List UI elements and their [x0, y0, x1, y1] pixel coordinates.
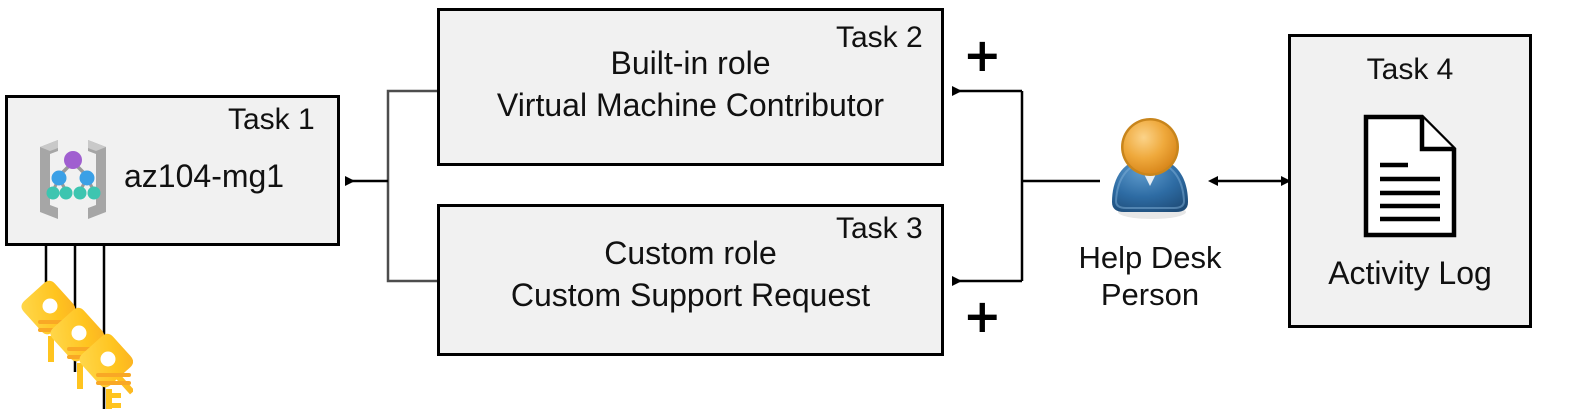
task2-line2: Virtual Machine Contributor — [496, 87, 885, 123]
task1-box[interactable] — [5, 95, 340, 246]
help-desk-person-icon — [1100, 114, 1200, 224]
task1-label: az104-mg1 — [124, 158, 285, 194]
task1-corner-label: Task 1 — [228, 103, 315, 136]
task3-line1: Custom role — [604, 235, 777, 271]
task2-plus-symbol: + — [963, 28, 1002, 82]
task2-corner-label: Task 2 — [836, 21, 923, 54]
task3-box[interactable] — [437, 204, 944, 356]
task3-line2: Custom Support Request — [510, 277, 871, 313]
task2-line1: Built-in role — [610, 45, 771, 81]
task3-corner-label: Task 3 — [836, 212, 923, 245]
task2-box[interactable] — [437, 8, 944, 166]
person-label-line1: Help Desk — [1078, 240, 1222, 275]
management-group-icon — [28, 134, 118, 219]
task3-plus-symbol: + — [963, 289, 1002, 343]
person-label-line2: Person — [1100, 277, 1200, 312]
document-icon — [1362, 113, 1458, 239]
task4-label: Activity Log — [1328, 255, 1492, 291]
task4-corner-label: Task 4 — [1366, 53, 1454, 86]
keys-icon — [18, 278, 133, 409]
